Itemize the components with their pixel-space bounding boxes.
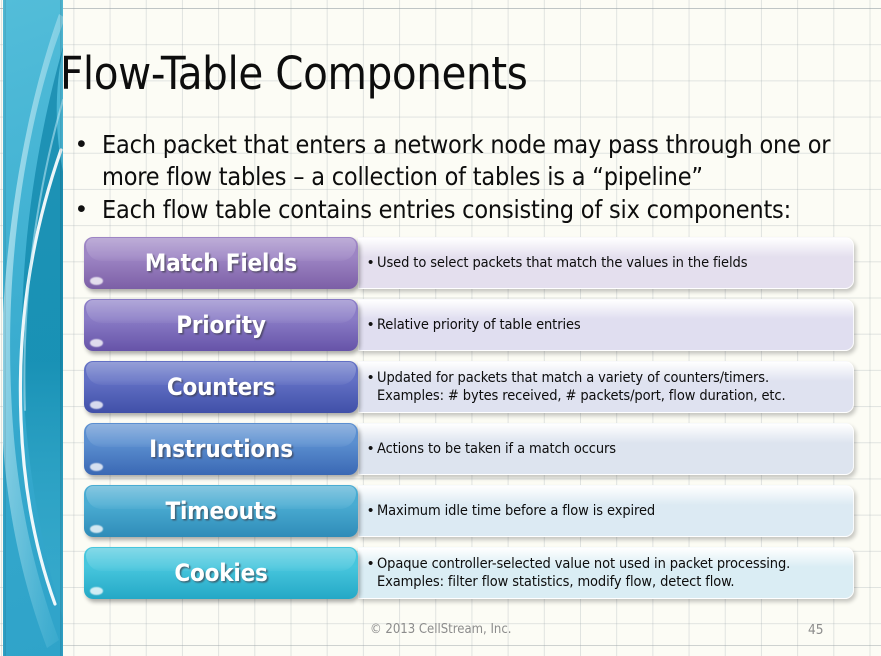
- bullet-glyph-icon: •: [368, 440, 374, 457]
- component-label-pill[interactable]: Match Fields: [84, 237, 358, 289]
- body-bullet-text: Each flow table contains entries consist…: [102, 195, 791, 224]
- bullet-glyph-icon: •: [77, 195, 86, 223]
- bullet-glyph-icon: •: [368, 316, 374, 333]
- bullet-glyph-icon: •: [368, 369, 374, 386]
- component-label-pill[interactable]: Counters: [84, 361, 358, 413]
- component-description-panel: •Updated for packets that match a variet…: [358, 361, 854, 413]
- component-description-text: Actions to be taken if a match occurs: [377, 441, 616, 457]
- decorative-sidebar: [3, 0, 63, 656]
- component-description-inner: •Used to select packets that match the v…: [359, 254, 755, 272]
- footer-copyright: © 2013 CellStream, Inc.: [370, 622, 512, 637]
- bottom-rule: [0, 645, 881, 646]
- component-description-text: Relative priority of table entries: [377, 317, 581, 333]
- component-description-panel: •Used to select packets that match the v…: [358, 237, 854, 289]
- component-label-pill[interactable]: Cookies: [84, 547, 358, 599]
- component-description-inner: •Maximum idle time before a flow is expi…: [359, 502, 663, 520]
- component-label-pill[interactable]: Instructions: [84, 423, 358, 475]
- bullet-glyph-icon: •: [368, 555, 374, 572]
- component-label-text: Counters: [166, 373, 276, 401]
- component-row: •Opaque controller-selected value not us…: [0, 547, 881, 599]
- sidebar-swoosh-graphic: [3, 14, 63, 648]
- footer-page-number: 45: [808, 622, 824, 638]
- component-row: •Used to select packets that match the v…: [0, 237, 881, 289]
- component-label-text: Instructions: [149, 435, 293, 463]
- body-bullet-list: • Each packet that enters a network node…: [70, 129, 860, 228]
- component-label-text: Priority: [176, 311, 266, 339]
- sidebar-left-shadow: [3, 0, 6, 656]
- component-label-text: Timeouts: [165, 497, 277, 525]
- component-label-text: Match Fields: [144, 249, 298, 277]
- component-label-pill[interactable]: Priority: [84, 299, 358, 351]
- body-bullet-item: • Each packet that enters a network node…: [70, 129, 860, 192]
- component-description-panel: •Maximum idle time before a flow is expi…: [358, 485, 854, 537]
- body-bullet-text: Each packet that enters a network node m…: [102, 130, 831, 191]
- component-description-text: Used to select packets that match the va…: [377, 255, 748, 271]
- component-description-text: Maximum idle time before a flow is expir…: [377, 503, 656, 519]
- component-label-text: Cookies: [174, 559, 268, 587]
- component-description-inner: •Relative priority of table entries: [359, 316, 589, 334]
- component-description-inner: •Updated for packets that match a variet…: [359, 369, 794, 405]
- component-label-pill[interactable]: Timeouts: [84, 485, 358, 537]
- component-description-text: Updated for packets that match a variety…: [377, 370, 786, 404]
- component-description-inner: •Opaque controller-selected value not us…: [359, 555, 798, 591]
- component-description-panel: •Actions to be taken if a match occurs: [358, 423, 854, 475]
- component-row: •Relative priority of table entries Prior…: [0, 299, 881, 351]
- component-description-inner: •Actions to be taken if a match occurs: [359, 440, 624, 458]
- component-description-panel: •Relative priority of table entries: [358, 299, 854, 351]
- bullet-glyph-icon: •: [368, 254, 374, 271]
- top-rule: [0, 8, 881, 9]
- page-title: Flow-Table Components: [60, 47, 528, 100]
- component-row: •Maximum idle time before a flow is expi…: [0, 485, 881, 537]
- bullet-glyph-icon: •: [368, 502, 374, 519]
- body-bullet-item: • Each flow table contains entries consi…: [70, 194, 860, 226]
- component-row: •Updated for packets that match a variet…: [0, 361, 881, 413]
- bullet-glyph-icon: •: [77, 130, 86, 158]
- component-description-panel: •Opaque controller-selected value not us…: [358, 547, 854, 599]
- component-description-text: Opaque controller-selected value not use…: [377, 556, 791, 590]
- component-row: •Actions to be taken if a match occurs In…: [0, 423, 881, 475]
- component-rows: •Used to select packets that match the v…: [0, 237, 881, 609]
- sidebar-right-shadow: [60, 0, 63, 656]
